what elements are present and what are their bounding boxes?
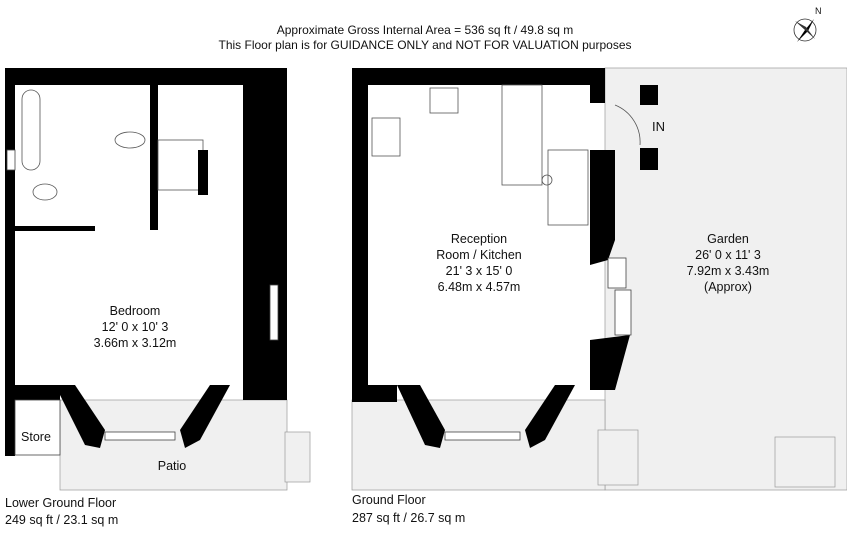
floor-name: Lower Ground Floor	[5, 496, 116, 510]
wall	[590, 150, 615, 265]
wall	[198, 150, 208, 195]
wall	[590, 335, 630, 390]
window	[607, 257, 627, 289]
room-size-metric: 3.66m x 3.12m	[94, 336, 177, 350]
room-name-reception-line2: Room / Kitchen	[436, 248, 522, 262]
garden-size-imperial: 26' 0 x 11' 3	[695, 248, 761, 262]
wall	[150, 85, 158, 230]
wall	[15, 226, 95, 231]
garden-area	[604, 67, 847, 491]
garden-size-metric: 7.92m x 3.43m	[687, 264, 770, 278]
wall	[640, 85, 658, 105]
wall	[352, 68, 368, 402]
window	[269, 284, 279, 341]
room-name-bedroom: Bedroom	[110, 304, 161, 318]
bay-wall	[525, 385, 575, 448]
wall	[640, 148, 658, 170]
patio-steps	[284, 431, 311, 483]
hob	[429, 87, 459, 114]
stairs	[157, 139, 204, 191]
room-name-reception-line1: Reception	[451, 232, 507, 246]
bathtub	[21, 89, 41, 171]
room-size-imperial: 12' 0 x 10' 3	[102, 320, 169, 334]
wall	[15, 385, 60, 400]
lower-ground-floor-plan: Store Patio Bedroom 12' 0 x 10' 3 3.66m …	[5, 68, 311, 527]
window	[614, 289, 632, 336]
ground-floor-plan: IN Reception Room / Kitchen 21' 3 x 15' …	[351, 67, 847, 525]
wall	[5, 68, 15, 456]
room-size-metric: 6.48m x 4.57m	[438, 280, 521, 294]
garden-steps	[774, 436, 836, 488]
room-name-store: Store	[21, 430, 51, 444]
stairs	[501, 84, 543, 186]
room-name-patio: Patio	[158, 459, 187, 473]
disclaimer-text: This Floor plan is for GUIDANCE ONLY and…	[218, 38, 631, 52]
room-size-imperial: 21' 3 x 15' 0	[446, 264, 513, 278]
wall	[352, 385, 397, 402]
garden-area	[351, 399, 606, 491]
wall	[590, 68, 605, 103]
garden-approx-note: (Approx)	[704, 280, 752, 294]
room-name-garden: Garden	[707, 232, 749, 246]
basin	[114, 131, 146, 149]
entrance-door	[614, 104, 641, 146]
gross-area-text: Approximate Gross Internal Area = 536 sq…	[277, 23, 573, 37]
store-room	[14, 399, 61, 456]
stairs	[547, 149, 589, 226]
entrance-label: IN	[652, 119, 665, 134]
bay-wall	[55, 385, 105, 448]
floor-area: 287 sq ft / 26.7 sq m	[352, 511, 465, 525]
wall	[243, 68, 287, 400]
compass-north-label: N	[815, 6, 822, 16]
wall	[352, 68, 605, 85]
window	[104, 431, 176, 441]
window	[444, 431, 521, 441]
compass-icon: N	[793, 6, 822, 42]
toilet	[32, 183, 58, 201]
sink	[371, 117, 401, 157]
floor-area: 249 sq ft / 23.1 sq m	[5, 513, 118, 527]
stair-newel	[541, 174, 553, 186]
wall	[5, 68, 287, 85]
bay-wall	[397, 385, 445, 448]
window	[6, 149, 16, 171]
garden-steps	[597, 429, 639, 486]
floor-name: Ground Floor	[352, 493, 426, 507]
bay-wall	[180, 385, 230, 448]
